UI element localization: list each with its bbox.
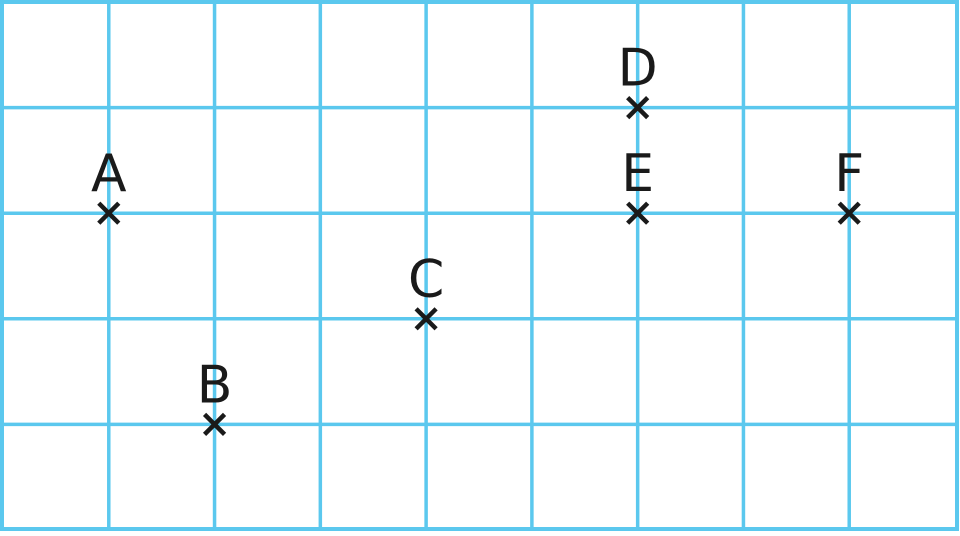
cross-stroke	[626, 201, 650, 225]
cross-stroke	[626, 96, 650, 120]
point-a-label: A	[91, 144, 127, 204]
point-d-cross-mark	[626, 96, 650, 120]
cross-stroke	[414, 307, 438, 331]
point-b-cross-mark	[202, 412, 227, 436]
points-layer: A B C DE F	[91, 39, 864, 436]
cross-stroke	[202, 412, 227, 436]
point-e-label: E	[621, 144, 654, 204]
point-b-label: B	[197, 355, 233, 415]
point-e-cross-mark	[626, 201, 650, 225]
point-d-label: D	[618, 39, 658, 99]
grid-lines	[3, 2, 955, 530]
cross-stroke	[97, 201, 121, 225]
point-c-cross-mark	[414, 307, 438, 331]
cross-stroke	[837, 201, 861, 225]
point-a-cross-mark	[97, 201, 121, 225]
point-f-cross-mark	[837, 201, 861, 225]
point-c-label: C	[408, 250, 444, 310]
point-f-label: F	[834, 144, 864, 204]
